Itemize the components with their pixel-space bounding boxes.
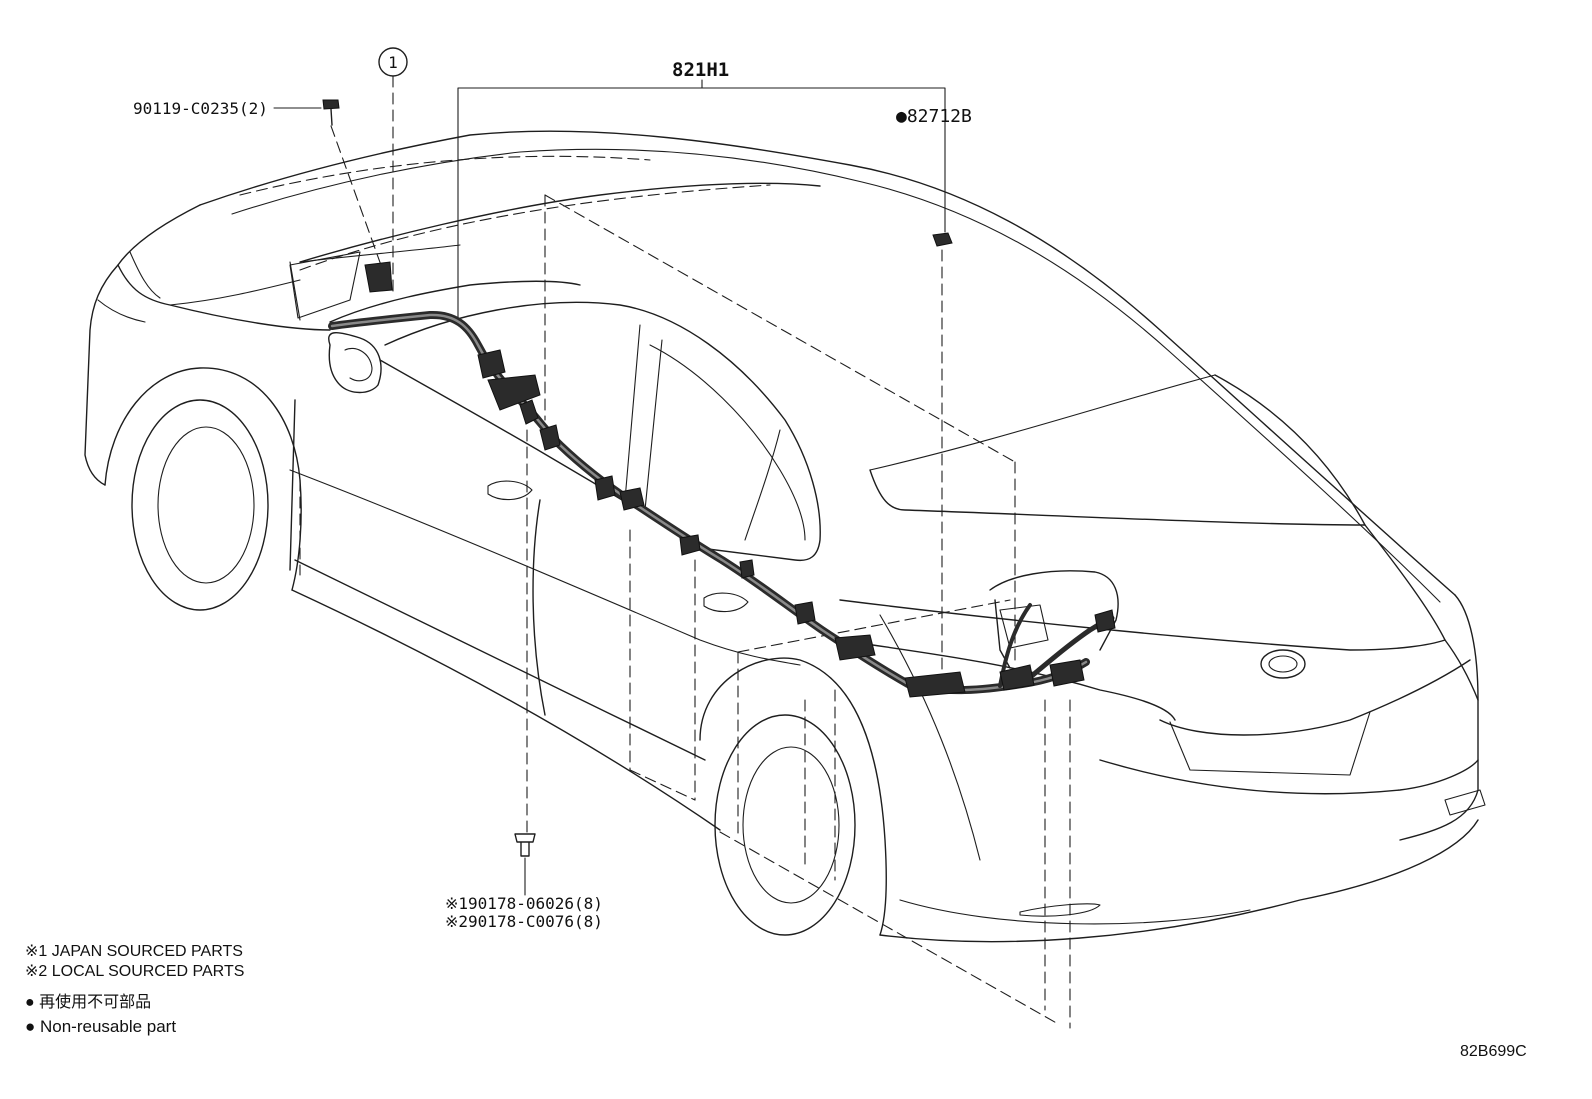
rear-reflector [1444,789,1486,816]
car-body [84,130,1486,943]
parts [322,99,953,857]
license-area [1169,711,1371,776]
harness-connector-12 [1094,609,1116,633]
phantom-roof-front [239,155,651,196]
harness-connector-1 [477,349,506,379]
front-door-handle [487,480,533,501]
rear-wheel-arch [699,657,887,936]
harness-connector-9 [834,634,876,661]
rear-rim [742,746,840,904]
rocker-top [294,559,706,761]
bolt-icon [322,99,340,110]
note-local-sourced: ※2 LOCAL SOURCED PARTS [25,963,244,980]
harness-connector-8 [794,601,816,625]
side-window-outline [384,301,821,562]
phantom-lines [239,75,1071,1029]
callout-1-circle [378,47,408,77]
rear-quarter-right [1399,594,1479,841]
harness-connector-6 [679,534,701,556]
side-character-line [289,469,801,666]
bolt-shank [330,108,333,126]
a-pillar [329,280,581,323]
harness-connector-5 [619,487,645,511]
callout-1-number: 1 [388,53,398,72]
assembly-label: 821H1 [672,59,729,81]
harness-connector-7 [739,559,755,579]
trunk-edge [839,599,1446,651]
bolt-label: 90119-C0235(2) [133,99,268,118]
harness-rear-block [904,671,966,698]
harness-connector-3 [539,424,561,451]
front-wheel-arch [104,367,302,591]
rear-window-divider [744,429,781,541]
window-frame-inner [649,344,806,541]
note-japan-sourced: ※1 JAPAN SOURCED PARTS [25,943,243,960]
rear-bumper-lower [879,819,1479,943]
wire-harness [328,310,1116,698]
trunk-lid-side [1364,524,1479,701]
b-pillar-front [624,324,641,501]
phantom-diagonal [544,194,1016,463]
rocker-bottom [291,589,721,831]
cowl-line [169,279,301,306]
tail-light-band [1159,659,1471,736]
phantom-roof-side [299,184,771,271]
rear-corner-line [879,614,981,861]
hood-outline [84,204,201,486]
grommet-icon [932,232,953,247]
rear-bumper-upper [1099,759,1479,795]
roof-outline [199,130,1456,596]
phantom-rear-box [737,599,1011,653]
windshield-top [299,182,821,263]
phantom-sill [629,769,696,801]
front-grille [97,251,161,323]
labels: 821H1 1 90119-C0235(2) ●82712B ※190178-0… [25,47,1527,1060]
rear-emblem-inner [1268,655,1298,673]
diagram-id: 82B699C [1460,1043,1527,1060]
rear-diffuser [899,899,1251,925]
front-fascia [117,264,331,331]
front-tire [131,399,269,611]
side-mirror [328,332,382,394]
b-pillar-rear [644,339,663,511]
harness-junction-block [487,374,541,411]
side-mirror-inner [344,347,373,382]
rear-deck-line [869,374,1216,471]
exhaust-outlet [1019,903,1101,917]
clip-label-2: ※290178-C0076(8) [445,912,603,931]
phantom-floor [719,831,1061,1026]
harness-connector-11 [1049,659,1085,687]
clip-icon [514,833,536,857]
harness-connector-4 [594,475,616,501]
bolt-leader [330,125,383,269]
harness-connector-2 [519,399,539,425]
legend-non-reusable-en: ● Non-reusable part [25,1017,176,1036]
door-seam [532,499,546,716]
component-1-icon [364,261,393,293]
dash-panel [289,251,361,319]
rear-emblem [1260,649,1306,679]
legend-non-reusable-jp: ● 再使用不可部品 [25,993,151,1011]
front-door-front-edge [289,399,296,571]
connector-label: ●82712B [896,106,972,127]
harness-connector-10 [999,664,1035,691]
front-rim [157,426,255,584]
rear-glass [869,374,1366,526]
clip-label-1: ※190178-06026(8) [445,894,603,913]
rear-door-handle [703,592,749,613]
assembly-bracket [457,79,946,319]
roof-inner-line [231,148,1441,603]
rear-tire [714,714,856,936]
